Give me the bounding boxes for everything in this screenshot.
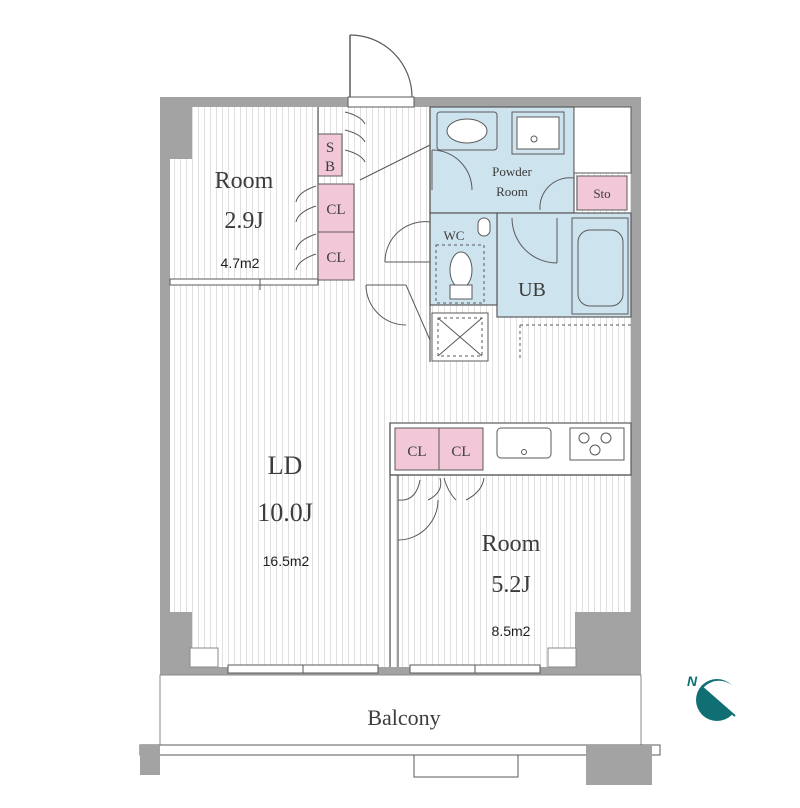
ld-name: LD — [268, 451, 303, 480]
balcony-area — [159, 674, 642, 746]
balcony-railing — [139, 744, 661, 756]
sto-label: Sto — [593, 186, 610, 201]
room-large-size: 5.2J — [491, 572, 530, 598]
cooktop — [569, 427, 625, 461]
closet-2-label: CL — [326, 250, 345, 266]
compass — [696, 679, 741, 721]
balcony-label: Balcony — [367, 705, 440, 730]
ub-label: UB — [518, 279, 546, 301]
closet-1 — [317, 183, 355, 233]
room-small-size: 2.9J — [224, 208, 263, 234]
powder-room-label-2: Room — [496, 184, 528, 199]
toilet-bowl — [449, 251, 473, 289]
small-room-wall — [169, 278, 319, 286]
room-small-name: Room — [215, 168, 274, 194]
ld-area: 16.5m2 — [263, 553, 310, 569]
shoe-box-label-b: B — [325, 159, 335, 175]
storage-sto — [576, 175, 628, 211]
closet-3 — [394, 427, 440, 471]
shoe-box-label-s: S — [326, 140, 334, 156]
closet-4 — [438, 427, 484, 471]
powder-room-label-1: Powder — [492, 164, 532, 179]
closet-3-label: CL — [407, 444, 426, 460]
shoe-box — [317, 133, 343, 177]
room-small-area: 4.7m2 — [221, 255, 260, 271]
wc-label: WC — [444, 228, 465, 243]
closet-4-label: CL — [451, 444, 470, 460]
kitchen-sink — [496, 427, 552, 459]
compass-north-label: N — [687, 673, 698, 689]
room-large-area: 8.5m2 — [492, 623, 531, 639]
ld-size: 10.0J — [257, 498, 313, 527]
room-large-name: Room — [482, 531, 541, 557]
toilet-area — [435, 244, 485, 304]
closet-1-label: CL — [326, 202, 345, 218]
closet-2 — [317, 231, 355, 281]
